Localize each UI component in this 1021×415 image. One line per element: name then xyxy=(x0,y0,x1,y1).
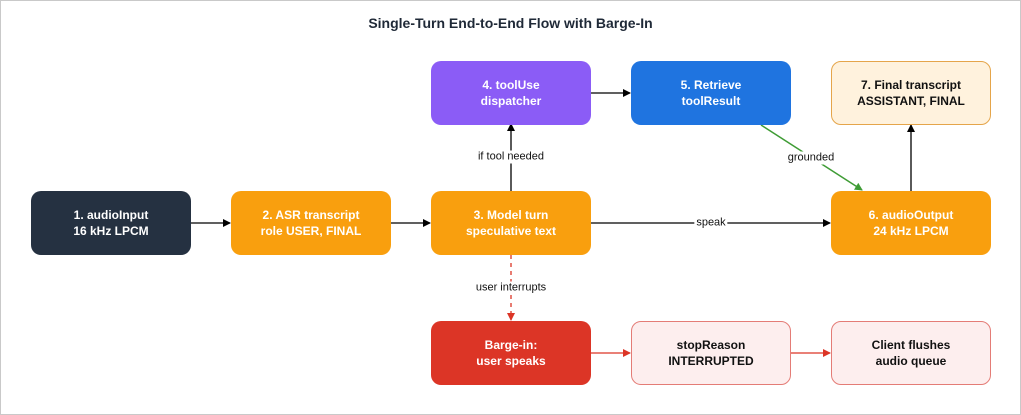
node-audio-output: 6. audioOutput 24 kHz LPCM xyxy=(831,191,991,255)
node-audio-input-detail: 16 kHz LPCM xyxy=(73,224,149,238)
node-stop-reason: stopReason INTERRUPTED xyxy=(631,321,791,385)
node-client-flush: Client flushes audio queue xyxy=(831,321,991,385)
node-tool-use-detail: dispatcher xyxy=(480,94,542,108)
node-final-transcript: 7. Final transcript ASSISTANT, FINAL xyxy=(831,61,991,125)
node-final-transcript-title: 7. Final transcript xyxy=(860,78,962,92)
node-tool-use: 4. toolUse dispatcher xyxy=(431,61,591,125)
node-model-turn: 3. Model turn speculative text xyxy=(431,191,591,255)
node-stop-reason-title: stopReason xyxy=(676,338,746,352)
node-barge-in: Barge-in: user speaks xyxy=(431,321,591,385)
node-audio-output-detail: 24 kHz LPCM xyxy=(873,224,949,238)
node-retrieve-title: 5. Retrieve xyxy=(680,78,742,92)
node-retrieve-detail: toolResult xyxy=(681,94,741,108)
node-barge-in-title: Barge-in: xyxy=(484,338,538,352)
node-tool-use-title: 4. toolUse xyxy=(482,78,540,92)
node-asr-transcript-detail: role USER, FINAL xyxy=(260,224,362,238)
node-asr-transcript-title: 2. ASR transcript xyxy=(262,208,360,222)
edge-label-user-interrupts: user interrupts xyxy=(473,281,549,295)
edge-label-grounded: grounded xyxy=(785,151,837,165)
node-stop-reason-detail: INTERRUPTED xyxy=(668,354,754,368)
edge-label-speak: speak xyxy=(694,216,728,230)
node-retrieve: 5. Retrieve toolResult xyxy=(631,61,791,125)
node-audio-output-title: 6. audioOutput xyxy=(868,208,954,222)
node-asr-transcript: 2. ASR transcript role USER, FINAL xyxy=(231,191,391,255)
node-model-turn-detail: speculative text xyxy=(465,224,557,238)
node-final-transcript-detail: ASSISTANT, FINAL xyxy=(857,94,965,108)
node-client-flush-title: Client flushes xyxy=(871,338,951,352)
node-barge-in-detail: user speaks xyxy=(476,354,546,368)
node-audio-input-title: 1. audioInput xyxy=(73,208,149,222)
edge-label-if-tool-needed: if tool needed xyxy=(475,150,547,164)
node-client-flush-detail: audio queue xyxy=(875,354,947,368)
node-audio-input: 1. audioInput 16 kHz LPCM xyxy=(31,191,191,255)
diagram-title: Single-Turn End-to-End Flow with Barge-I… xyxy=(368,15,653,31)
node-model-turn-title: 3. Model turn xyxy=(473,208,549,222)
